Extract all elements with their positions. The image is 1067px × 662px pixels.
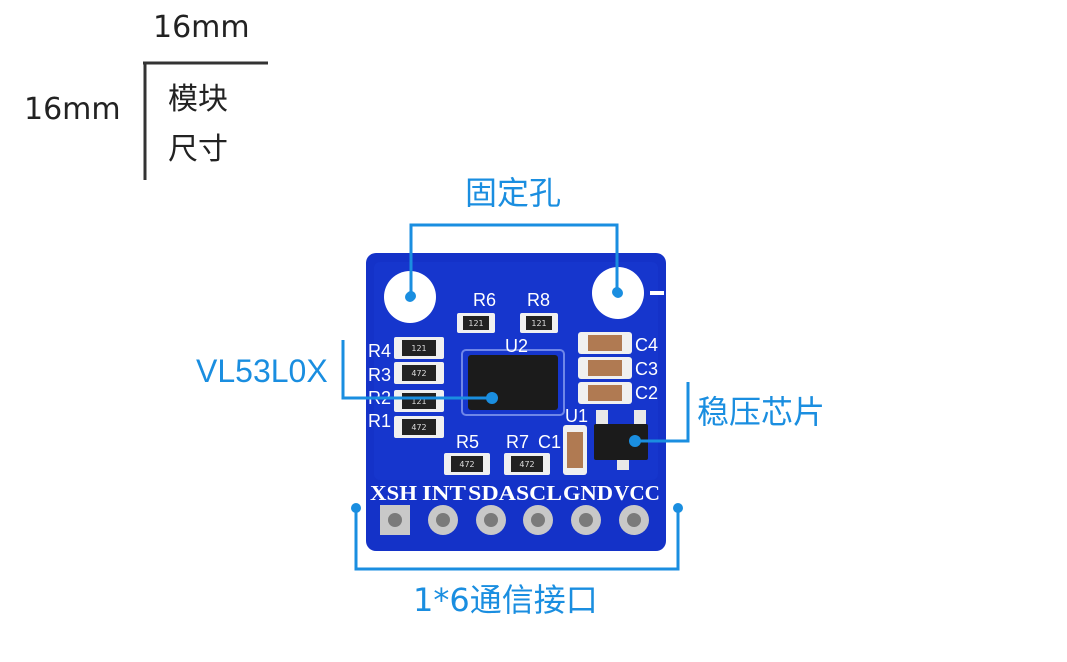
silk-c1: C1 (538, 432, 561, 452)
mounting-holes-label: 固定孔 (465, 174, 562, 212)
resistor-r1 (394, 416, 444, 438)
silk-r7: R7 (506, 432, 529, 452)
header-pin-vcc (619, 505, 649, 535)
pin-label-int: INT (422, 481, 466, 505)
module-size-label-line2: 尺寸 (168, 132, 228, 167)
mounting-holes-dot-left (406, 291, 416, 301)
code-r3: 472 (411, 369, 426, 378)
width-dimension-label: 16mm (153, 10, 250, 45)
code-r5: 472 (459, 460, 474, 469)
silk-u2: U2 (505, 336, 528, 356)
interface-bracket (354, 508, 680, 571)
code-r8: 121 (531, 319, 546, 328)
board-edge-mark (650, 291, 664, 295)
regulator-chip-u1 (594, 410, 648, 470)
resistor-r4 (394, 337, 444, 359)
code-r7: 472 (519, 460, 534, 469)
sensor-chip-u2 (468, 355, 558, 410)
module-size-label-line1: 模块 (168, 82, 228, 117)
sensor-leader-dot (486, 392, 498, 404)
resistor-r6 (457, 313, 495, 333)
capacitor-c3 (578, 357, 632, 379)
resistor-r8 (520, 313, 558, 333)
header-pin-xsh (380, 505, 410, 535)
silk-r4: R4 (368, 341, 391, 361)
header-pin-sda (476, 505, 506, 535)
pin-label-scl: SCL (516, 481, 562, 505)
capacitor-c4 (578, 332, 632, 354)
sensor-label: VL53L0X (196, 353, 328, 389)
regulator-leader-line (637, 382, 690, 443)
resistor-r7 (504, 453, 550, 475)
pin-label-vcc: VCC (614, 481, 660, 505)
sensor-leader-line (341, 340, 490, 400)
mounting-holes-dot-right (612, 287, 622, 297)
silk-r5: R5 (456, 432, 479, 452)
interface-label: 1*6通信接口 (413, 581, 598, 619)
code-r2: 121 (411, 397, 426, 406)
pin-label-sda: SDA (468, 481, 517, 505)
silk-u1: U1 (565, 406, 588, 426)
silk-r3: R3 (368, 365, 391, 385)
silk-r8: R8 (527, 290, 550, 310)
capacitor-c2 (578, 382, 632, 404)
header-pin-int (428, 505, 458, 535)
interface-bracket-dot-left (351, 503, 361, 513)
silk-c2: C2 (635, 383, 658, 403)
silk-c4: C4 (635, 335, 658, 355)
silk-r1: R1 (368, 411, 391, 431)
regulator-label: 稳压芯片 (697, 393, 826, 431)
code-r4: 121 (411, 344, 426, 353)
resistor-r3 (394, 362, 444, 384)
sensor-chip-outline (461, 349, 565, 416)
header-pin-scl (523, 505, 553, 535)
code-r1: 472 (411, 423, 426, 432)
height-dimension-label: 16mm (24, 92, 121, 127)
capacitor-c1 (563, 425, 587, 475)
pin-label-gnd: GND (563, 481, 613, 505)
silk-c3: C3 (635, 359, 658, 379)
mounting-holes-bracket (409, 223, 619, 296)
header-pin-gnd (571, 505, 601, 535)
regulator-leader-dot (629, 435, 641, 447)
resistor-r5 (444, 453, 490, 475)
interface-bracket-dot-right (673, 503, 683, 513)
code-r6: 121 (468, 319, 483, 328)
pin-label-xsh: XSH (370, 481, 417, 505)
silk-r6: R6 (473, 290, 496, 310)
